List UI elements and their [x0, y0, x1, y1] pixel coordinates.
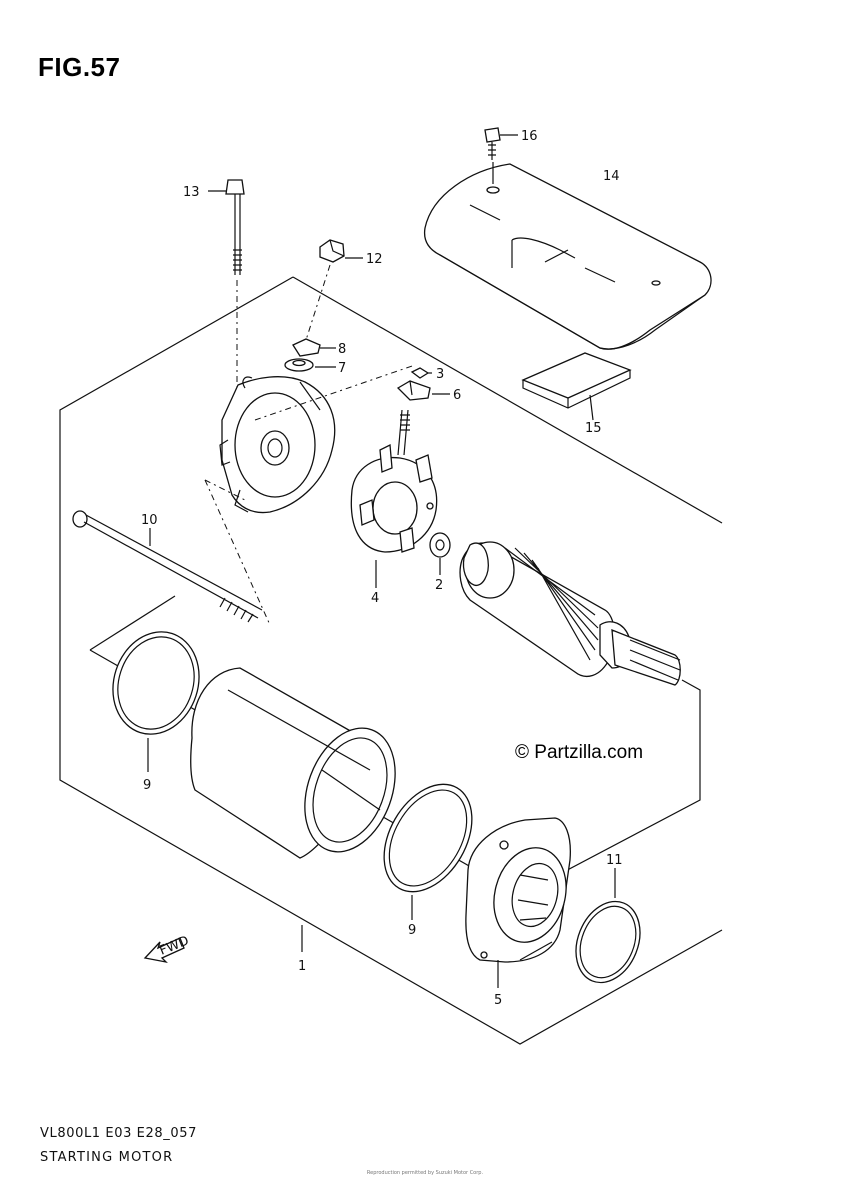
clip-3[interactable]	[410, 367, 430, 379]
o-ring-11[interactable]	[564, 892, 651, 992]
cover-14[interactable]	[423, 163, 712, 350]
label-10: 10	[141, 513, 158, 528]
armature-boundary	[89, 595, 176, 651]
label-13: 13	[183, 185, 200, 200]
figure-title: FIG.57	[38, 52, 121, 82]
label-11: 11	[606, 853, 623, 868]
nut-12[interactable]	[319, 239, 345, 263]
yoke-housing[interactable]	[190, 667, 412, 865]
end-housing[interactable]	[219, 376, 336, 514]
brush-holder-4[interactable]	[350, 409, 438, 553]
washer-8[interactable]	[292, 338, 321, 357]
washer-2[interactable]	[429, 532, 451, 558]
assembly-boundary-left	[59, 276, 723, 1045]
bolt-16[interactable]	[484, 127, 501, 160]
end-cover-5[interactable]	[465, 817, 576, 963]
label-3: 3	[436, 367, 444, 382]
label-9b: 9	[408, 923, 416, 938]
through-bolt-10[interactable]	[72, 510, 263, 623]
label-6: 6	[453, 388, 461, 403]
fine-print: Reproduction permitted by Suzuki Motor C…	[366, 1170, 484, 1176]
figure-name: STARTING MOTOR	[40, 1150, 174, 1165]
figure-code: VL800L1 E03 E28_057	[40, 1126, 197, 1141]
o-ring-9-left[interactable]	[100, 621, 212, 746]
label-8: 8	[338, 342, 346, 357]
front-arrow-icon: FWD	[143, 933, 191, 964]
label-2: 2	[435, 578, 443, 593]
label-14: 14	[603, 169, 620, 184]
label-7: 7	[338, 361, 346, 376]
label-1: 1	[298, 959, 306, 974]
label-9a: 9	[143, 778, 151, 793]
o-ring-9-right[interactable]	[366, 769, 490, 907]
label-5: 5	[494, 993, 502, 1008]
label-12: 12	[366, 252, 383, 267]
insulator-7[interactable]	[284, 358, 314, 372]
bolt-13[interactable]	[225, 179, 245, 275]
assembly-boundary	[292, 276, 723, 524]
label-4: 4	[371, 591, 379, 606]
armature[interactable]	[459, 541, 681, 686]
label-16: 16	[521, 129, 538, 144]
pad-15[interactable]	[521, 352, 632, 409]
label-15: 15	[585, 421, 602, 436]
front-arrow-label: FWD	[157, 933, 191, 958]
copyright-notice: © Partzilla.com	[515, 742, 644, 763]
terminal-6[interactable]	[396, 380, 431, 401]
